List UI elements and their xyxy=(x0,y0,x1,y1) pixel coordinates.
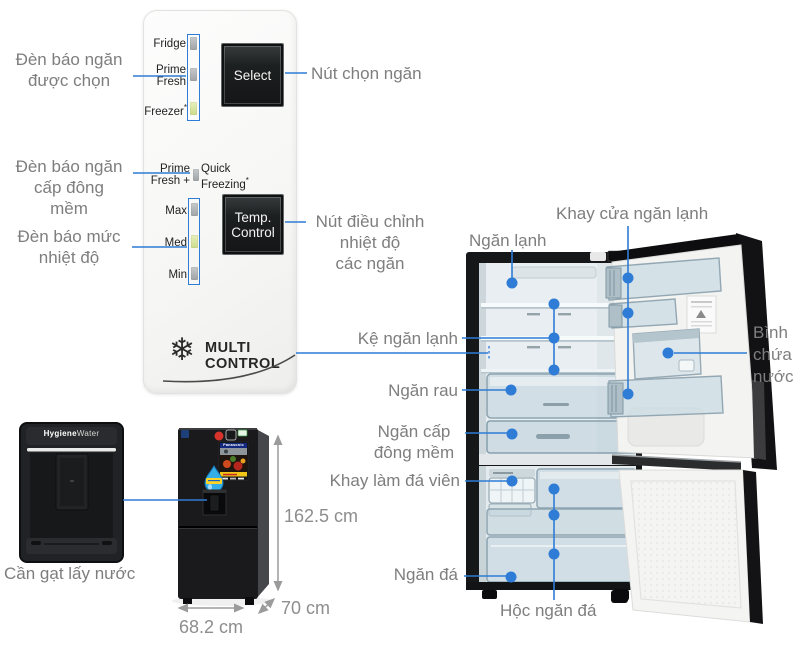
mini-fridge-poster-brand: Panasonic xyxy=(223,442,244,447)
panel-prime-fresh-label: Prime Fresh xyxy=(155,64,186,88)
prime-fresh-led xyxy=(190,68,197,81)
label-freezer-compartment: Ngăn đá xyxy=(393,565,458,584)
label-soft-freeze-led: Đèn báo ngăn cấp đông mềm xyxy=(15,157,123,218)
compartment-led-outline xyxy=(187,34,200,121)
panel-quick-freezing-label: Quick Freezing* xyxy=(201,163,249,191)
label-soft-freeze-drawer: Ngăn cấp đông mềm xyxy=(373,422,455,462)
label-door-tray: Khay cửa ngăn lạnh xyxy=(556,204,709,223)
min-led xyxy=(190,267,198,280)
freezer-door-art xyxy=(611,454,763,624)
panel-med-label: Med xyxy=(164,237,187,249)
dimension-height: 162.5 cm xyxy=(284,506,359,526)
label-fridge-compartment: Ngăn lạnh xyxy=(469,231,547,250)
label-ice-tray: Khay làm đá viên xyxy=(329,471,460,490)
panel-fridge-label: Fridge xyxy=(153,38,186,50)
freezer-led xyxy=(190,102,197,115)
label-veggie-drawer: Ngăn rau xyxy=(388,381,458,400)
dimension-width: 68.2 cm xyxy=(179,617,244,637)
label-fridge-shelf: Kệ ngăn lạnh xyxy=(357,329,458,348)
level-led-outline xyxy=(188,198,200,285)
panel-max-label: Max xyxy=(165,205,187,217)
mini-fridge-art xyxy=(172,428,272,606)
panel-min-label: Min xyxy=(168,269,187,281)
label-freezer-bin: Hộc ngăn đá xyxy=(500,601,597,620)
quick-freezing-led xyxy=(192,169,199,181)
max-led xyxy=(190,203,198,216)
callout-dots xyxy=(505,272,674,583)
depth-arrow xyxy=(257,597,276,615)
fridge-cabinet-art xyxy=(466,250,642,603)
select-button: Select xyxy=(221,43,284,107)
label-select-button: Nút chọn ngăn xyxy=(311,64,422,83)
panel-freezer-label: Freezer* xyxy=(144,103,187,118)
label-temp-level-led: Đèn báo mức nhiệt độ xyxy=(17,227,121,267)
dimension-depth: 70 cm xyxy=(281,598,331,618)
temp-control-button: Temp.Control xyxy=(222,194,284,255)
fridge-door-art xyxy=(605,233,777,470)
panel-prime-fresh-plus-label: Prime Fresh + xyxy=(150,163,190,187)
dispenser-brand: HygieneWater xyxy=(43,429,100,438)
dispenser-detail-art xyxy=(19,422,124,563)
snowflake-icon: ❄ xyxy=(169,332,195,367)
label-selected-compartment-led: Đèn báo ngăn được chọn xyxy=(15,50,123,90)
fridge-led xyxy=(190,37,197,50)
med-led xyxy=(190,235,198,248)
dimension-arrows xyxy=(177,434,283,615)
label-water-lever: Cần gạt lấy nước xyxy=(4,564,136,583)
label-water-tank: Bình chứa nước xyxy=(753,323,794,386)
label-temp-button: Nút điều chỉnh nhiệt độ các ngăn xyxy=(315,212,425,273)
control-panel-detail: Fridge Prime Fresh Freezer* Select Prime… xyxy=(143,10,297,394)
multi-control-logo: MULTI CONTROL xyxy=(205,340,281,372)
